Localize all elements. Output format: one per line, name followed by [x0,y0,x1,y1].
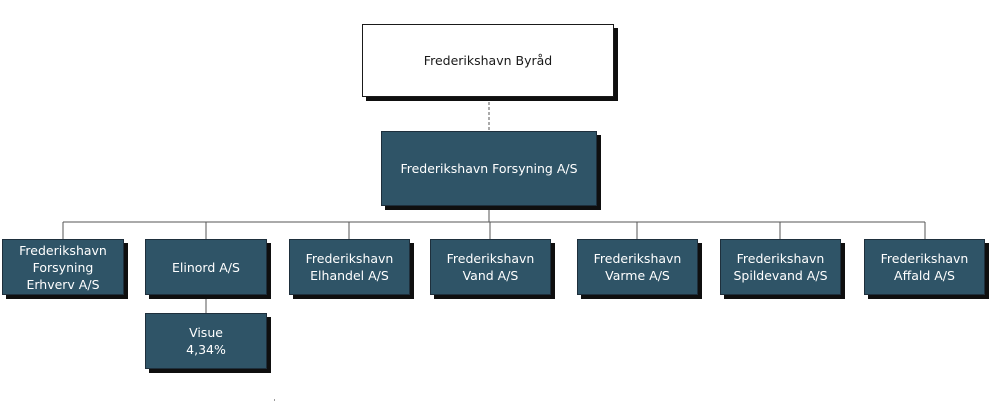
node-subsidiary-label: Frederikshavn Vand A/S [446,251,535,283]
node-subsidiary-vand: Frederikshavn Vand A/S [430,239,551,295]
node-subsidiary-elhandel: Frederikshavn Elhandel A/S [289,239,410,295]
node-parent: Frederikshavn Forsyning A/S [381,131,597,206]
node-subsidiary-label: Frederikshavn Affald A/S [880,251,969,283]
stray-dot [274,399,275,401]
node-subsidiary-varme: Frederikshavn Varme A/S [577,239,698,295]
node-subsidiary-label: Frederikshavn Elhandel A/S [305,251,394,283]
node-root-label: Frederikshavn Byråd [423,53,553,68]
node-root: Frederikshavn Byråd [362,24,614,97]
node-subsidiary-affald: Frederikshavn Affald A/S [864,239,985,295]
node-visue-label: Visue 4,34% [186,325,226,357]
node-subsidiary-label: Frederikshavn Spildevand A/S [733,251,828,283]
node-subsidiary-spildevand: Frederikshavn Spildevand A/S [720,239,841,295]
node-subsidiary-erhverv: Frederikshavn Forsyning Erhverv A/S [2,239,124,295]
node-subsidiary-elinord: Elinord A/S [145,239,267,295]
node-parent-label: Frederikshavn Forsyning A/S [400,161,578,176]
node-visue: Visue 4,34% [145,313,267,369]
node-subsidiary-label: Elinord A/S [172,259,240,275]
node-subsidiary-label: Frederikshavn Varme A/S [593,251,682,283]
node-subsidiary-label: Frederikshavn Forsyning Erhverv A/S [19,242,107,292]
